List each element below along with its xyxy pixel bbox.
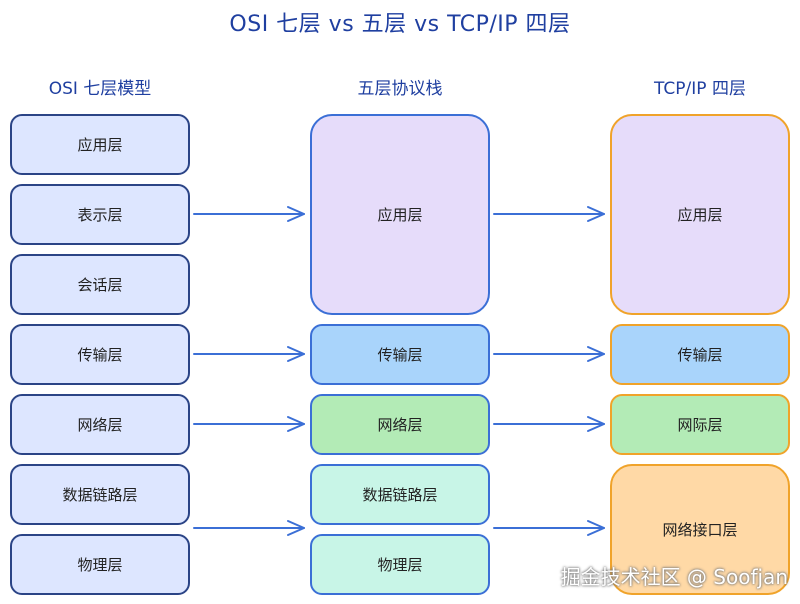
- watermark: 掘金技术社区 @ Soofjan: [560, 565, 788, 589]
- five-layer-application: 应用层: [310, 114, 490, 315]
- diagram-title: OSI 七层 vs 五层 vs TCP/IP 四层: [229, 12, 571, 37]
- osi-layer-presentation: 表示层: [10, 184, 190, 245]
- arrow-five-to-tcpip-network: [493, 416, 605, 432]
- tcpip-layer-application: 应用层: [610, 114, 790, 315]
- five-layer-transport: 传输层: [310, 324, 490, 385]
- tcpip-layer-transport: 传输层: [610, 324, 790, 385]
- arrow-osi-to-five-network: [193, 416, 305, 432]
- osi-column-title: OSI 七层模型: [48, 79, 152, 99]
- five-layer-datalink: 数据链路层: [310, 464, 490, 525]
- arrow-five-to-tcpip-application: [493, 206, 605, 222]
- osi-layer-network: 网络层: [10, 394, 190, 455]
- osi-layer-physical: 物理层: [10, 534, 190, 595]
- arrow-osi-to-five-link: [193, 520, 305, 536]
- arrow-five-to-tcpip-transport: [493, 346, 605, 362]
- tcpip-layer-internet: 网际层: [610, 394, 790, 455]
- tcpip-column-title: TCP/IP 四层: [654, 79, 746, 99]
- five-column-title: 五层协议栈: [357, 79, 443, 99]
- osi-layer-transport: 传输层: [10, 324, 190, 385]
- five-layer-network: 网络层: [310, 394, 490, 455]
- osi-layer-datalink: 数据链路层: [10, 464, 190, 525]
- osi-layer-application: 应用层: [10, 114, 190, 175]
- osi-layer-session: 会话层: [10, 254, 190, 315]
- five-layer-physical: 物理层: [310, 534, 490, 595]
- arrow-osi-to-five-transport: [193, 346, 305, 362]
- tcpip-layer-network-interface: 网络接口层: [610, 464, 790, 595]
- arrow-osi-to-five-application: [193, 206, 305, 222]
- arrow-five-to-tcpip-link: [493, 520, 605, 536]
